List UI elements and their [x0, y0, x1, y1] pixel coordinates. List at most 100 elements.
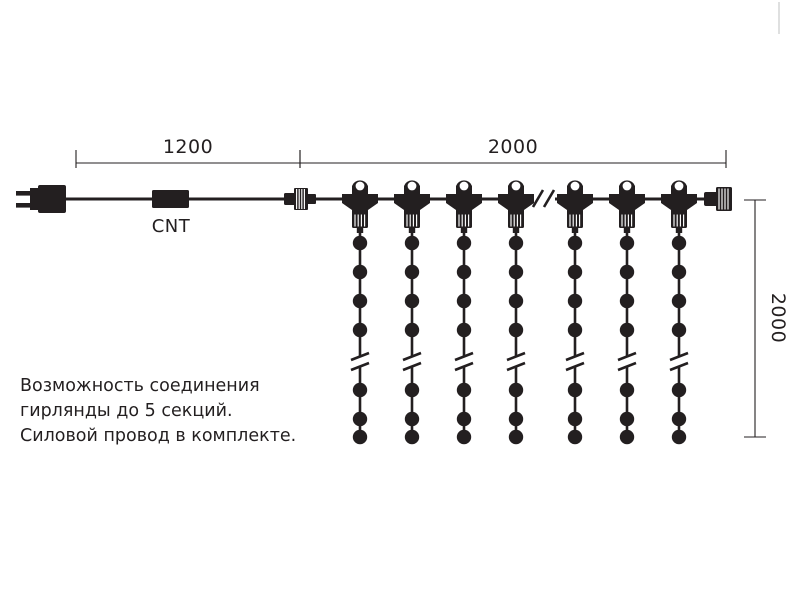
- led-bead: [671, 429, 687, 445]
- socket-body: [456, 213, 472, 228]
- tee-connector-strand: [446, 180, 482, 445]
- tee-connector-ring-hole: [570, 181, 580, 191]
- tee-connector-strand: [394, 180, 430, 445]
- tee-connector-body: [342, 180, 378, 215]
- socket-body: [508, 213, 524, 228]
- led-bead: [456, 293, 472, 309]
- tee-connector-ring-hole: [407, 181, 417, 191]
- tee-connector-strand: [557, 180, 593, 445]
- strand-group: [342, 180, 697, 445]
- tee-connector-ring-hole: [674, 181, 684, 191]
- tee-connector-body: [661, 180, 697, 215]
- led-bead: [352, 264, 368, 280]
- tee-connector-body: [394, 180, 430, 215]
- led-bead: [567, 322, 583, 338]
- dimension-label-garland-width: 2000: [488, 136, 538, 158]
- socket-body: [352, 213, 368, 228]
- socket-neck: [623, 228, 631, 233]
- led-bead: [567, 429, 583, 445]
- led-bead: [619, 322, 635, 338]
- led-bead: [508, 293, 524, 309]
- led-bead: [567, 382, 583, 398]
- tee-connector-body: [557, 180, 593, 215]
- led-bead: [508, 429, 524, 445]
- tee-connector-strand: [661, 180, 697, 445]
- led-bead: [404, 322, 420, 338]
- note-line-1: Возможность соединения: [20, 376, 260, 396]
- led-bead: [671, 293, 687, 309]
- led-bead: [619, 382, 635, 398]
- led-bead: [619, 235, 635, 251]
- tee-connector-ring-hole: [355, 181, 365, 191]
- tee-connector-ring-hole: [622, 181, 632, 191]
- tee-connector-body: [446, 180, 482, 215]
- led-bead: [404, 293, 420, 309]
- tee-connector-body: [498, 180, 534, 215]
- led-bead: [352, 411, 368, 427]
- led-bead: [352, 322, 368, 338]
- dimension-garland-width: 2000: [299, 136, 727, 168]
- led-bead: [352, 382, 368, 398]
- led-bead: [619, 429, 635, 445]
- dimension-drop-height: 2000: [744, 199, 789, 438]
- led-bead: [671, 264, 687, 280]
- led-bead: [352, 235, 368, 251]
- led-bead: [508, 382, 524, 398]
- led-bead: [671, 322, 687, 338]
- socket-neck: [512, 228, 520, 233]
- socket-body: [619, 213, 635, 228]
- led-bead: [508, 264, 524, 280]
- socket-neck: [356, 228, 364, 233]
- note-line-3: Силовой провод в комплекте.: [20, 426, 296, 446]
- led-bead: [404, 411, 420, 427]
- led-bead: [456, 235, 472, 251]
- socket-body: [671, 213, 687, 228]
- socket-neck: [408, 228, 416, 233]
- led-bead: [671, 382, 687, 398]
- led-bead: [404, 429, 420, 445]
- led-bead: [508, 235, 524, 251]
- dimension-label-lead-cable: 1200: [163, 136, 213, 158]
- tee-connector-strand: [498, 180, 534, 445]
- led-bead: [456, 411, 472, 427]
- led-bead: [508, 411, 524, 427]
- tee-connector-strand: [609, 180, 645, 445]
- led-bead: [456, 264, 472, 280]
- controller-box-icon: [152, 190, 189, 208]
- female-connector-icon: [704, 187, 732, 211]
- socket-neck: [571, 228, 579, 233]
- male-connector-icon: [284, 188, 316, 210]
- power-plug-icon: [16, 185, 66, 213]
- socket-body: [404, 213, 420, 228]
- led-bead: [456, 382, 472, 398]
- cable-break-symbol: [531, 189, 556, 209]
- note-line-2: гирлянды до 5 секций.: [20, 401, 233, 421]
- led-bead: [619, 411, 635, 427]
- led-bead: [352, 429, 368, 445]
- led-bead: [567, 235, 583, 251]
- led-bead: [671, 235, 687, 251]
- led-bead: [352, 293, 368, 309]
- tee-connector-strand: [342, 180, 378, 445]
- controller-label: CNT: [152, 216, 191, 237]
- socket-neck: [460, 228, 468, 233]
- led-bead: [567, 293, 583, 309]
- led-bead: [508, 322, 524, 338]
- socket-body: [567, 213, 583, 228]
- led-bead: [567, 264, 583, 280]
- tee-connector-body: [609, 180, 645, 215]
- tee-connector-ring-hole: [511, 181, 521, 191]
- led-bead: [671, 411, 687, 427]
- led-bead: [619, 264, 635, 280]
- led-bead: [404, 264, 420, 280]
- led-bead: [567, 411, 583, 427]
- led-bead: [404, 382, 420, 398]
- led-bead: [404, 235, 420, 251]
- led-bead: [456, 322, 472, 338]
- led-bead: [619, 293, 635, 309]
- tee-connector-ring-hole: [459, 181, 469, 191]
- led-bead: [456, 429, 472, 445]
